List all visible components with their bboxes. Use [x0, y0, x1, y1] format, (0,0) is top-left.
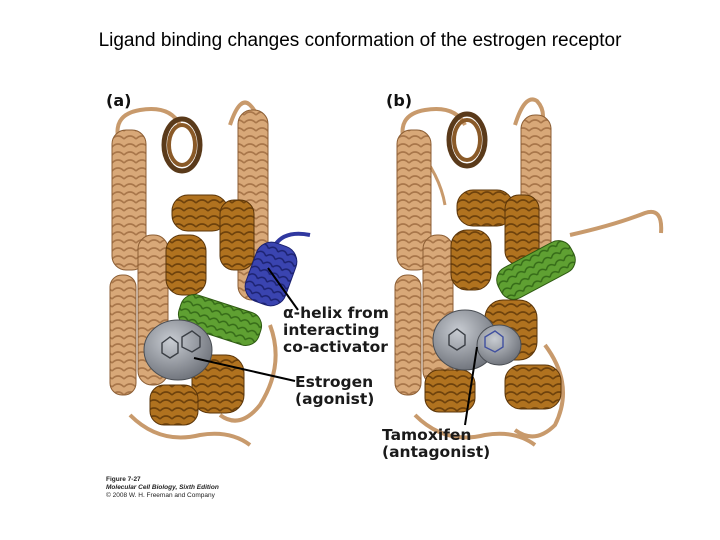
panel-b-structure: [394, 97, 664, 447]
figure-number: Figure 7-27: [106, 476, 141, 483]
helix-leader-line: [267, 267, 299, 311]
estrogen-label: Estrogen (agonist): [295, 374, 374, 408]
tamoxifen-label: Tamoxifen (antagonist): [382, 427, 490, 461]
alpha-symbol: α: [283, 304, 294, 322]
panel-a-structure: [109, 100, 311, 447]
helix-label-line-2: interacting: [283, 321, 380, 339]
estrogen-label-line-1: Estrogen: [295, 373, 374, 391]
coactivator-helix-label: α-helix from interacting co-activator: [283, 305, 389, 356]
book-title: Molecular Cell Biology, Sixth Edition: [106, 484, 219, 492]
copyright-text: © 2008 W. H. Freeman and Company: [106, 492, 215, 500]
tamoxifen-label-line-1: Tamoxifen: [382, 426, 472, 444]
tamoxifen-leader-line: [464, 346, 478, 426]
panel-b-label: (b): [386, 91, 413, 110]
protein-structure-illustration: [109, 97, 664, 447]
slide-title: Ligand binding changes conformation of t…: [98, 30, 622, 51]
estrogen-label-line-2: (agonist): [295, 390, 375, 408]
figure: (a) (b) α-helix from interacting co-acti…: [100, 85, 680, 465]
helix-label-line-3: co-activator: [283, 338, 388, 356]
figure-caption: Figure 7-27 Molecular Cell Biology, Sixt…: [106, 476, 219, 501]
panel-a-label: (a): [106, 91, 132, 110]
tamoxifen-label-line-2: (antagonist): [382, 443, 491, 461]
estrogen-leader-line: [193, 357, 296, 382]
helix-label-line-1: -helix from: [293, 304, 389, 322]
